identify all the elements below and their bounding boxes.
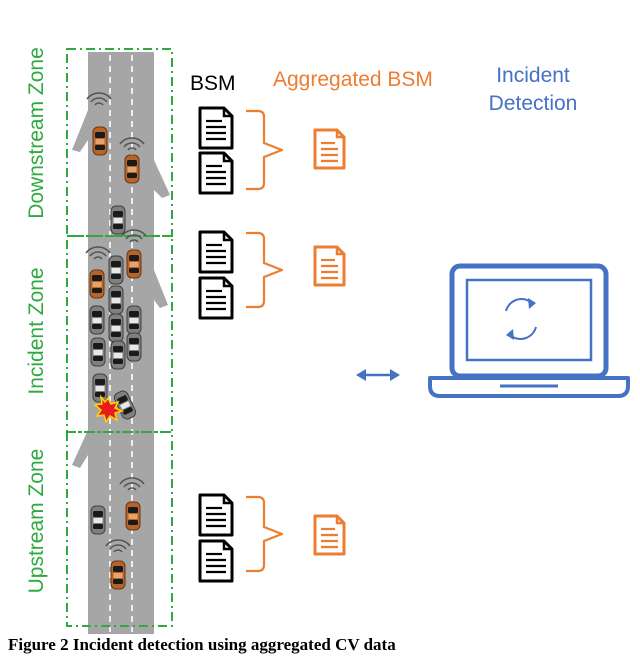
document-icon bbox=[198, 106, 234, 150]
downstream-zone-label: Downstream Zone bbox=[25, 47, 48, 219]
car-icon bbox=[108, 255, 124, 285]
document-icon bbox=[198, 276, 234, 320]
car-icon bbox=[110, 205, 126, 235]
aggregated-bsm-header: Aggregated BSM bbox=[273, 68, 433, 91]
laptop-icon bbox=[428, 263, 630, 398]
aggregated-document-icon bbox=[313, 514, 346, 556]
connected-car-icon bbox=[125, 501, 141, 531]
connected-car-icon bbox=[89, 269, 105, 299]
figure-caption: Figure 2 Incident detection using aggreg… bbox=[8, 635, 396, 654]
document-icon bbox=[198, 493, 234, 537]
bsm-documents bbox=[198, 106, 234, 583]
incident-detection-header-line1: Incident bbox=[496, 64, 570, 87]
connected-car-icon bbox=[110, 560, 126, 590]
document-icon bbox=[198, 151, 234, 195]
incident-detection-header-line2: Detection bbox=[488, 92, 578, 115]
vehicles bbox=[85, 92, 147, 590]
crash-icon bbox=[93, 394, 125, 424]
car-icon bbox=[108, 285, 124, 315]
document-icon bbox=[198, 230, 234, 274]
double-arrow-icon bbox=[356, 369, 400, 381]
aggregated-document-icon bbox=[313, 245, 346, 287]
car-icon bbox=[126, 305, 142, 335]
connected-car-icon bbox=[124, 154, 140, 184]
car-icon bbox=[92, 373, 108, 403]
connected-car-icon bbox=[92, 126, 108, 156]
incident-zone-box bbox=[66, 235, 173, 433]
car-icon bbox=[126, 332, 142, 362]
car-icon bbox=[108, 313, 124, 343]
upstream-zone-box bbox=[66, 431, 173, 627]
aggregated-document-icon bbox=[313, 128, 346, 170]
brackets bbox=[246, 109, 284, 573]
refresh-icon bbox=[505, 298, 537, 340]
incident-zone-label: Incident Zone bbox=[25, 267, 48, 395]
car-icon bbox=[90, 505, 106, 535]
connected-car-icon bbox=[126, 249, 142, 279]
bsm-header: BSM bbox=[190, 72, 236, 95]
car-icon bbox=[90, 337, 106, 367]
car-icon bbox=[110, 340, 126, 370]
zone-boxes bbox=[66, 48, 173, 627]
aggregated-documents bbox=[313, 128, 346, 556]
upstream-zone-label: Upstream Zone bbox=[25, 448, 48, 594]
car-icon bbox=[89, 305, 105, 335]
document-icon bbox=[198, 539, 234, 583]
